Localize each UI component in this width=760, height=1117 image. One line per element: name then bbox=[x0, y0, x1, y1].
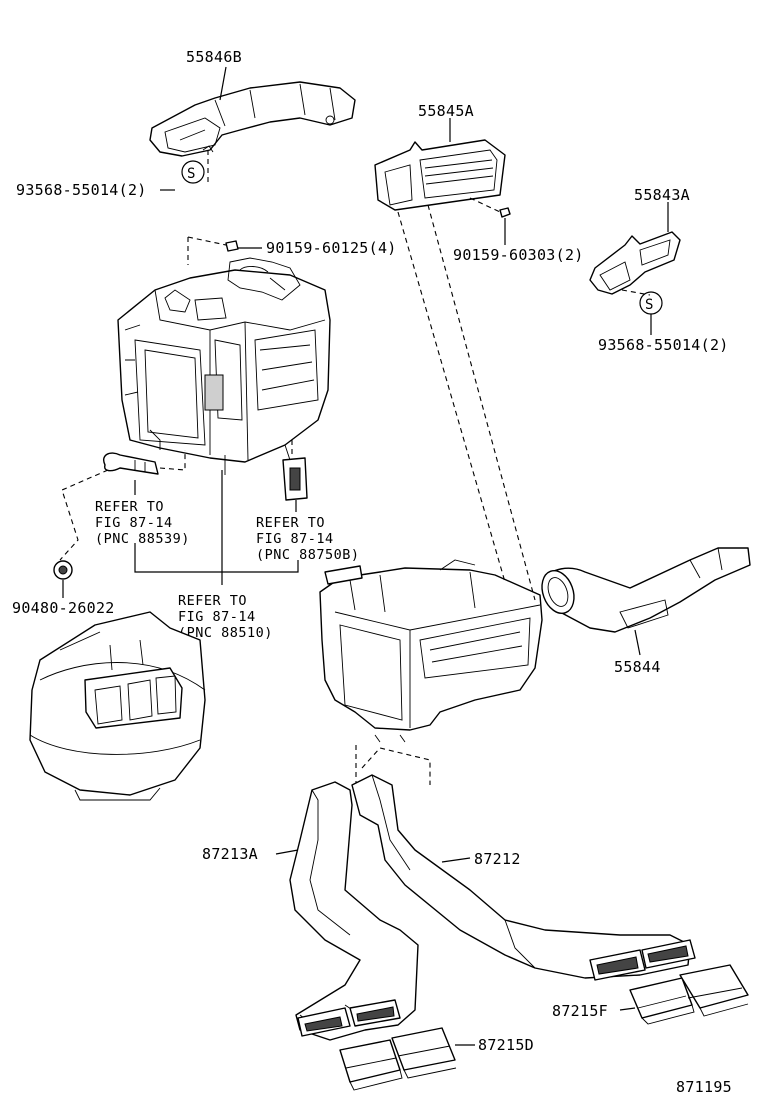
vent-87215F-icon bbox=[629, 964, 749, 1025]
duct-87213A-icon bbox=[289, 781, 419, 1041]
part-label-55843A: 55843A bbox=[634, 186, 690, 204]
part-label-55846B: 55846B bbox=[186, 48, 242, 66]
register-55843A-icon bbox=[589, 231, 681, 295]
evaporator-case-icon bbox=[319, 559, 543, 743]
resistor-icon bbox=[282, 440, 308, 501]
part-label-87212: 87212 bbox=[474, 850, 521, 868]
register-55845A-icon bbox=[374, 139, 506, 211]
part-label-55844: 55844 bbox=[614, 658, 661, 676]
part-label-90159-60125: 90159-60125(4) bbox=[266, 239, 397, 257]
part-label-93568-left: 93568-55014(2) bbox=[16, 181, 147, 199]
refer-a-line3: (PNC 88539) bbox=[95, 531, 190, 547]
clip-s-right-icon: S bbox=[621, 289, 663, 335]
screw-90159-60125-icon bbox=[187, 236, 262, 265]
refer-c-line2: FIG 87-14 bbox=[178, 609, 256, 625]
refer-a-line1: REFER TO bbox=[95, 499, 164, 515]
hose-icon bbox=[103, 452, 159, 475]
part-label-55845A: 55845A bbox=[418, 102, 474, 120]
refer-b-line3: (PNC 88750B) bbox=[256, 547, 360, 563]
part-label-87215F: 87215F bbox=[552, 1002, 608, 1020]
part-label-87215D: 87215D bbox=[478, 1036, 534, 1054]
screw-90159-60303-icon bbox=[469, 197, 511, 245]
figure-id: 871195 bbox=[676, 1078, 732, 1096]
blower-icon bbox=[29, 611, 206, 801]
s-mark-right: S bbox=[645, 297, 653, 313]
part-label-87213A: 87213A bbox=[202, 845, 258, 863]
refer-b-line2: FIG 87-14 bbox=[256, 531, 334, 547]
clip-s-left-icon: S bbox=[181, 145, 214, 185]
refer-b-line1: REFER TO bbox=[256, 515, 325, 531]
refer-a-line2: FIG 87-14 bbox=[95, 515, 173, 531]
part-label-93568-right: 93568-55014(2) bbox=[598, 336, 729, 354]
heater-unit-icon bbox=[117, 257, 331, 475]
s-mark-left: S bbox=[187, 166, 195, 182]
refer-c-line3: (PNC 88510) bbox=[178, 625, 273, 641]
part-label-90480: 90480-26022 bbox=[12, 599, 115, 617]
duct-87212-icon bbox=[351, 774, 696, 981]
part-label-90159-60303: 90159-60303(2) bbox=[453, 246, 584, 264]
duct-55844-icon bbox=[541, 547, 751, 633]
vent-87215D-icon bbox=[339, 1027, 457, 1091]
duct-55846B-icon bbox=[149, 81, 356, 157]
grommet-90480-icon bbox=[53, 560, 73, 598]
refer-c-line1: REFER TO bbox=[178, 593, 247, 609]
